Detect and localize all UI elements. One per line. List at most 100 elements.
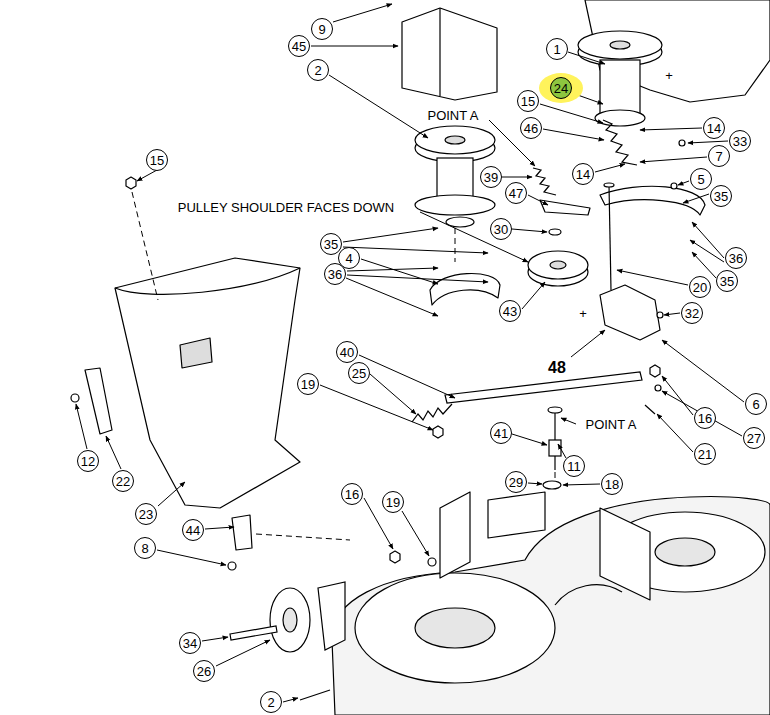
- note-text: POINT A: [425, 108, 480, 123]
- leader-line: [320, 385, 433, 430]
- callout-number: 1: [546, 38, 568, 60]
- leader-line: [664, 313, 680, 315]
- dashed-guide: [132, 192, 555, 540]
- callout-number: 20: [689, 276, 711, 298]
- leader-line: [157, 550, 226, 565]
- leader-line: [662, 340, 744, 402]
- idler-arm: [543, 481, 561, 489]
- callout-number: 2: [307, 59, 329, 81]
- leader-line: [346, 278, 438, 316]
- grass-chute: [126, 177, 136, 189]
- mower-deck: [355, 573, 555, 683]
- callout-number: 7: [708, 145, 730, 167]
- belt-guards: [679, 140, 685, 146]
- leader-line: [563, 484, 600, 485]
- grass-chute: [71, 177, 300, 570]
- callout-number: 27: [743, 427, 765, 449]
- mower-deck: [428, 558, 436, 566]
- leader-line: [402, 511, 429, 556]
- deck-wheel: [283, 608, 297, 632]
- callout-number: 45: [288, 35, 310, 57]
- callout-number: 33: [729, 130, 751, 152]
- callout-number: 34: [179, 632, 201, 654]
- callout-number: 26: [193, 660, 215, 682]
- belt-guards: [540, 200, 590, 215]
- callout-number: 47: [505, 182, 527, 204]
- leader-line: [205, 527, 234, 529]
- leader-line: [571, 330, 605, 357]
- callout-number: 21: [694, 443, 716, 465]
- callout-number: 9: [311, 18, 333, 40]
- grass-chute: [115, 258, 300, 508]
- leader-line: [595, 164, 625, 172]
- leader-line: [558, 444, 566, 458]
- spindle-assembly: [595, 110, 645, 126]
- leader-line: [329, 75, 428, 138]
- leader-line: [692, 222, 724, 258]
- note-text: POINT A: [583, 417, 638, 432]
- spindle-assembly: [415, 195, 495, 215]
- callout-number: 25: [348, 362, 370, 384]
- idler-arm: [549, 440, 561, 456]
- mower-deck: [332, 497, 770, 715]
- leader-line: [216, 640, 270, 666]
- callout-number: 35: [716, 270, 738, 292]
- deflector: [439, 8, 440, 96]
- deck-wheel: [230, 626, 277, 640]
- plus-mark: +: [665, 69, 673, 82]
- leader-line: [343, 247, 488, 253]
- deck-wheel: [270, 588, 310, 652]
- leader-line: [692, 252, 716, 278]
- callout-number: 14: [703, 117, 725, 139]
- callout-number: 36: [324, 263, 346, 285]
- mower-deck: [600, 508, 650, 600]
- belt-guards: [528, 251, 588, 279]
- idler-arm: [645, 405, 655, 414]
- leader-line: [502, 177, 532, 178]
- idler-arm: [433, 365, 661, 489]
- idler-arm: [433, 426, 443, 438]
- callout-number: 14: [572, 163, 594, 185]
- callout-number: 46: [520, 117, 542, 139]
- callout-number: 36: [725, 247, 747, 269]
- leader-line: [543, 129, 604, 140]
- leader-line: [343, 228, 438, 242]
- leader-line: [512, 434, 547, 445]
- callout-number: 16: [341, 483, 363, 505]
- deck-wheel: [230, 582, 345, 700]
- grass-chute: [180, 338, 212, 368]
- springs: [412, 404, 452, 422]
- grass-chute: [71, 394, 79, 402]
- leader-line: [361, 259, 438, 284]
- mower-deck: [488, 492, 545, 538]
- leader-line: [662, 376, 693, 415]
- callout-number: 15: [146, 149, 168, 171]
- highlight-mark: [539, 73, 583, 103]
- part-number: 48: [546, 359, 568, 377]
- callout-number: 43: [499, 300, 521, 322]
- mower-deck: [555, 585, 622, 605]
- callout-number: 41: [490, 422, 512, 444]
- leader-line: [683, 194, 709, 203]
- deflector: [402, 0, 770, 102]
- mower-deck: [655, 538, 715, 566]
- leader-line: [158, 482, 185, 506]
- belt-guards: [430, 274, 500, 305]
- spindle-assembly: [600, 60, 640, 115]
- callout-number: 30: [490, 218, 512, 240]
- deflector: [402, 8, 497, 100]
- callout-number: 22: [112, 470, 134, 492]
- leader-line: [568, 52, 605, 64]
- callout-number: 8: [134, 537, 156, 559]
- spindle-assembly: [578, 31, 662, 59]
- callout-number: 19: [297, 373, 319, 395]
- leader-line: [690, 240, 724, 262]
- springs: [533, 168, 556, 195]
- leader-line: [662, 391, 742, 436]
- dashed-guide: [555, 472, 556, 478]
- callout-number: 44: [182, 519, 204, 541]
- leader-line: [137, 170, 157, 181]
- leader-line: [311, 46, 398, 47]
- callout-number: 2: [260, 691, 282, 713]
